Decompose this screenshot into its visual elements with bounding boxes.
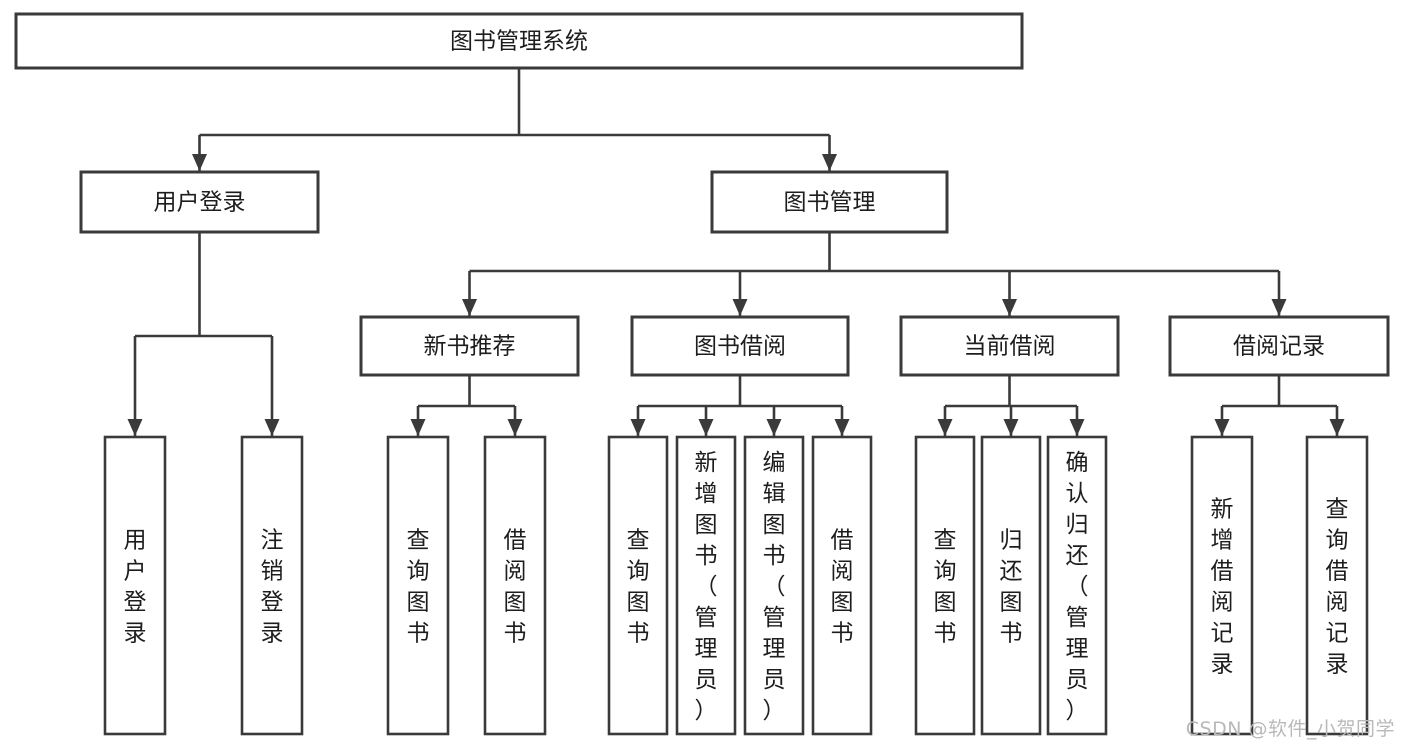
arrow-head-icon — [1214, 419, 1230, 436]
edge-book-manage-to-level3 — [462, 232, 1287, 316]
node-leaf-borrow-book-recommend[interactable]: 借阅图书 — [483, 435, 547, 736]
node-layer: 图书管理系统用户登录图书管理新书推荐图书借阅当前借阅借阅记录用户登录注销登录查询… — [14, 12, 1390, 736]
csdn-watermark: CSDN @软件_小贺同学 — [1185, 718, 1395, 740]
node-label-borrow-record: 借阅记录 — [1233, 334, 1325, 360]
node-box-borrow-record — [1168, 315, 1390, 377]
node-label-leaf-confirm-return: 确认归还（管理员） — [1066, 450, 1089, 724]
node-box-leaf-query-borrow-record — [1305, 435, 1369, 736]
node-box-leaf-query-book-current — [914, 435, 976, 736]
node-box-leaf-borrow-book-recommend — [483, 435, 547, 736]
edge-borrow-to-leaves — [630, 375, 850, 436]
arrow-head-icon — [1271, 299, 1287, 316]
arrow-head-icon — [732, 299, 748, 316]
arrow-head-icon — [834, 419, 850, 436]
arrow-head-icon — [127, 419, 143, 436]
arrow-head-icon — [698, 419, 714, 436]
node-label-leaf-logout: 注销登录 — [261, 528, 284, 647]
node-book-manage[interactable]: 图书管理 — [710, 170, 949, 234]
node-new-book-recommend[interactable]: 新书推荐 — [359, 315, 580, 377]
node-label-leaf-query-book-borrow: 查询图书 — [627, 528, 650, 647]
node-label-leaf-borrow-book: 借阅图书 — [831, 528, 854, 647]
node-box-leaf-return-book — [980, 435, 1042, 736]
node-leaf-borrow-book[interactable]: 借阅图书 — [811, 435, 873, 736]
edge-current-to-leaves — [937, 375, 1085, 436]
node-label-leaf-query-borrow-record: 查询借阅记录 — [1326, 497, 1349, 678]
node-label-leaf-add-book: 新增图书（管理员） — [695, 450, 718, 724]
node-label-leaf-edit-book: 编辑图书（管理员） — [763, 450, 786, 724]
node-root[interactable]: 图书管理系统 — [14, 12, 1024, 70]
node-box-book-manage — [710, 170, 949, 234]
node-user-login[interactable]: 用户登录 — [79, 170, 320, 234]
node-box-leaf-user-login — [103, 435, 167, 736]
node-label-book-borrow: 图书借阅 — [694, 334, 786, 360]
node-box-leaf-borrow-book — [811, 435, 873, 736]
node-label-root: 图书管理系统 — [450, 29, 588, 55]
arrow-head-icon — [264, 419, 280, 436]
node-box-leaf-query-book-recommend — [386, 435, 450, 736]
node-label-leaf-query-book-current: 查询图书 — [934, 528, 957, 647]
node-label-leaf-return-book: 归还图书 — [1000, 528, 1023, 647]
arrow-head-icon — [766, 419, 782, 436]
node-box-leaf-query-book-borrow — [607, 435, 669, 736]
node-label-book-manage: 图书管理 — [784, 190, 876, 216]
node-box-leaf-logout — [240, 435, 304, 736]
node-label-leaf-borrow-book-recommend: 借阅图书 — [504, 528, 527, 647]
arrow-head-icon — [507, 419, 523, 436]
node-box-leaf-confirm-return — [1046, 435, 1108, 736]
node-leaf-query-book-current[interactable]: 查询图书 — [914, 435, 976, 736]
arrow-head-icon — [1329, 419, 1345, 436]
edge-record-to-leaves — [1214, 375, 1345, 436]
node-leaf-add-book[interactable]: 新增图书（管理员） — [675, 435, 737, 736]
node-label-leaf-add-borrow-record: 新增借阅记录 — [1211, 497, 1234, 678]
node-leaf-user-login[interactable]: 用户登录 — [103, 435, 167, 736]
node-label-user-login: 用户登录 — [154, 190, 246, 216]
edge-recommend-to-leaves — [410, 375, 523, 436]
node-borrow-record[interactable]: 借阅记录 — [1168, 315, 1390, 377]
edge-root-to-level2 — [192, 68, 837, 171]
arrow-head-icon — [937, 419, 953, 436]
arrow-head-icon — [630, 419, 646, 436]
node-leaf-confirm-return[interactable]: 确认归还（管理员） — [1046, 435, 1108, 736]
node-leaf-query-book-borrow[interactable]: 查询图书 — [607, 435, 669, 736]
node-box-new-book-recommend — [359, 315, 580, 377]
node-current-borrow[interactable]: 当前借阅 — [899, 315, 1120, 377]
node-leaf-query-borrow-record[interactable]: 查询借阅记录 — [1305, 435, 1369, 736]
node-label-new-book-recommend: 新书推荐 — [424, 334, 516, 360]
node-box-user-login — [79, 170, 320, 234]
node-box-leaf-add-book — [675, 435, 737, 736]
arrow-head-icon — [1002, 299, 1017, 316]
node-label-current-borrow: 当前借阅 — [964, 334, 1056, 360]
node-label-leaf-query-book-recommend: 查询图书 — [407, 528, 430, 647]
node-leaf-add-borrow-record[interactable]: 新增借阅记录 — [1190, 435, 1254, 736]
node-label-leaf-user-login: 用户登录 — [124, 528, 147, 647]
node-leaf-return-book[interactable]: 归还图书 — [980, 435, 1042, 736]
node-leaf-edit-book[interactable]: 编辑图书（管理员） — [743, 435, 805, 736]
arrow-head-icon — [1069, 419, 1085, 436]
arrow-head-icon — [462, 299, 477, 316]
node-box-root — [14, 12, 1024, 70]
node-box-leaf-edit-book — [743, 435, 805, 736]
edge-user-login-to-leaves — [127, 232, 280, 436]
arrow-head-icon — [192, 154, 207, 171]
arrow-head-icon — [1003, 419, 1019, 436]
node-leaf-query-book-recommend[interactable]: 查询图书 — [386, 435, 450, 736]
node-box-book-borrow — [630, 315, 850, 377]
node-box-leaf-add-borrow-record — [1190, 435, 1254, 736]
node-book-borrow[interactable]: 图书借阅 — [630, 315, 850, 377]
arrow-head-icon — [410, 419, 426, 436]
connector-layer — [127, 68, 1345, 436]
arrow-head-icon — [822, 154, 837, 171]
node-leaf-logout[interactable]: 注销登录 — [240, 435, 304, 736]
node-box-current-borrow — [899, 315, 1120, 377]
